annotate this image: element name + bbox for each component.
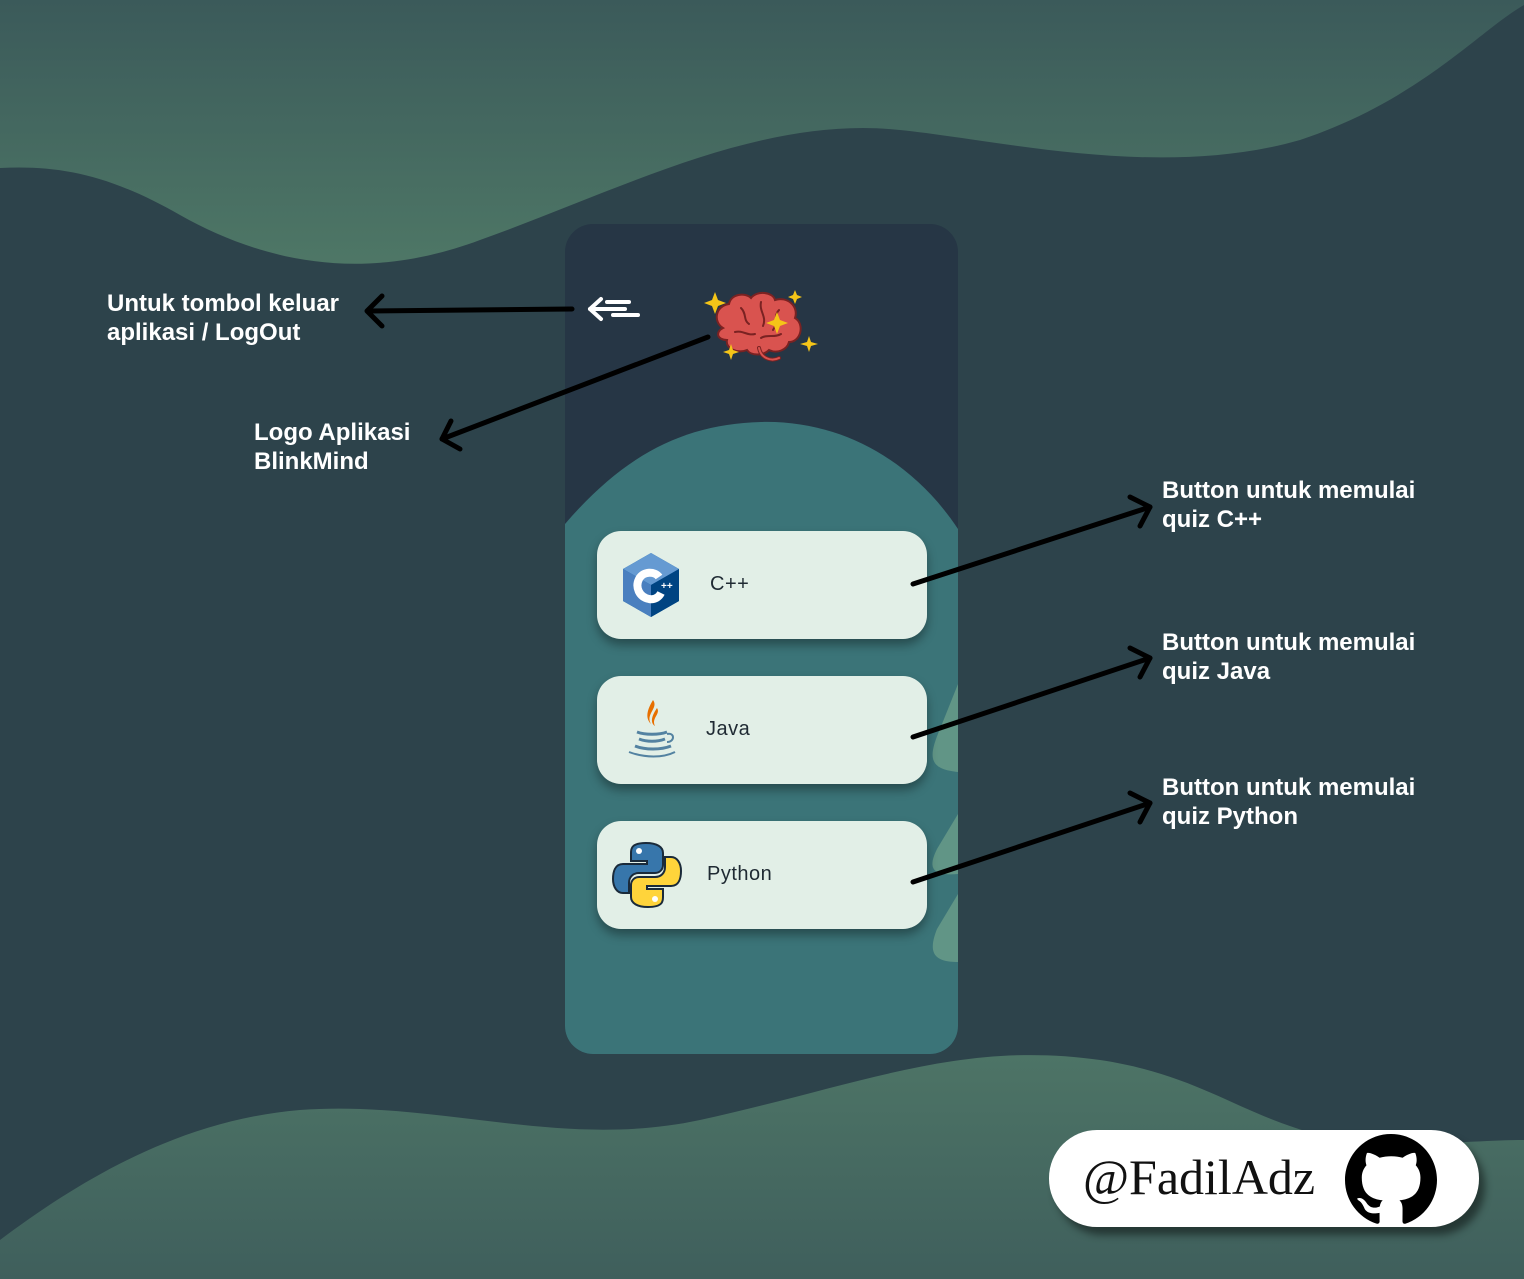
brain-sparkles-icon [704, 290, 818, 362]
python-annotation: Button untuk memulai quiz Python [1162, 773, 1415, 831]
cpp-annotation: Button untuk memulai quiz C++ [1162, 476, 1415, 534]
python-quiz-button[interactable]: Python [597, 821, 927, 929]
python-annotation-line1: Button untuk memulai [1162, 774, 1416, 801]
logo-annotation-line2: BlinkMind [254, 448, 369, 475]
java-quiz-button[interactable]: Java [597, 676, 927, 784]
logo-annotation: Logo Aplikasi BlinkMind [254, 418, 410, 476]
java-button-label: Java [706, 718, 751, 740]
logout-arrow-icon[interactable] [585, 294, 643, 324]
java-annotation-line2: quiz Java [1162, 658, 1271, 685]
cpp-annotation-line2: quiz C++ [1162, 506, 1263, 533]
java-annotation: Button untuk memulai quiz Java [1162, 628, 1415, 686]
logo-annotation-line1: Logo Aplikasi [254, 419, 411, 446]
logout-annotation: Untuk tombol keluar aplikasi / LogOut [107, 289, 339, 347]
cpp-button-label: C++ [710, 573, 750, 595]
cpp-logo-icon: ++ [623, 553, 679, 617]
github-icon [1345, 1134, 1437, 1224]
author-handle: @FadilAdz [1083, 1149, 1316, 1205]
author-credit-badge[interactable]: @FadilAdz [1049, 1130, 1479, 1227]
java-annotation-line1: Button untuk memulai [1162, 629, 1416, 656]
phone-screen: ++ C++ Java Python [565, 224, 958, 1054]
python-annotation-line2: quiz Python [1162, 803, 1298, 830]
python-button-label: Python [707, 863, 773, 885]
cpp-annotation-line1: Button untuk memulai [1162, 477, 1416, 504]
python-logo-icon [611, 841, 683, 909]
java-logo-icon [628, 700, 676, 758]
cpp-quiz-button[interactable]: ++ C++ [597, 531, 927, 639]
logout-annotation-line2: aplikasi / LogOut [107, 319, 301, 346]
logout-annotation-line1: Untuk tombol keluar [107, 290, 340, 317]
svg-text:++: ++ [661, 581, 673, 592]
